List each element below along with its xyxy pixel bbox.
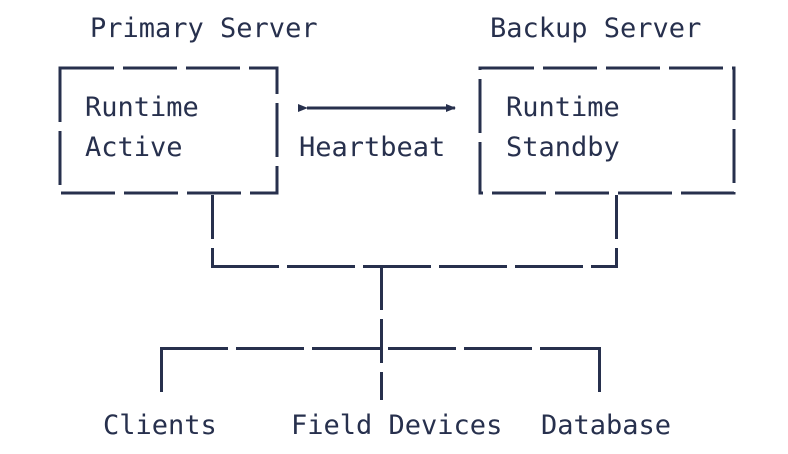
primary-state-label: Active	[85, 132, 183, 163]
leaf-label-clients: Clients	[103, 410, 217, 441]
heartbeat-label: Heartbeat	[299, 132, 446, 163]
backup-server-box[interactable]	[478, 66, 736, 195]
backup-server-box-border	[478, 66, 736, 195]
primary-server-box-border	[58, 66, 279, 195]
backup-runtime-label: Runtime	[506, 92, 620, 123]
leaf-label-database: Database	[541, 410, 672, 441]
backup-server-title: Backup Server	[490, 13, 702, 44]
primary-server-title: Primary Server	[90, 13, 318, 44]
backup-state-label: Standby	[506, 132, 620, 163]
leaf-label-field-devices: Field Devices	[291, 410, 503, 441]
primary-server-box[interactable]	[58, 66, 279, 195]
primary-runtime-label: Runtime	[85, 92, 199, 123]
